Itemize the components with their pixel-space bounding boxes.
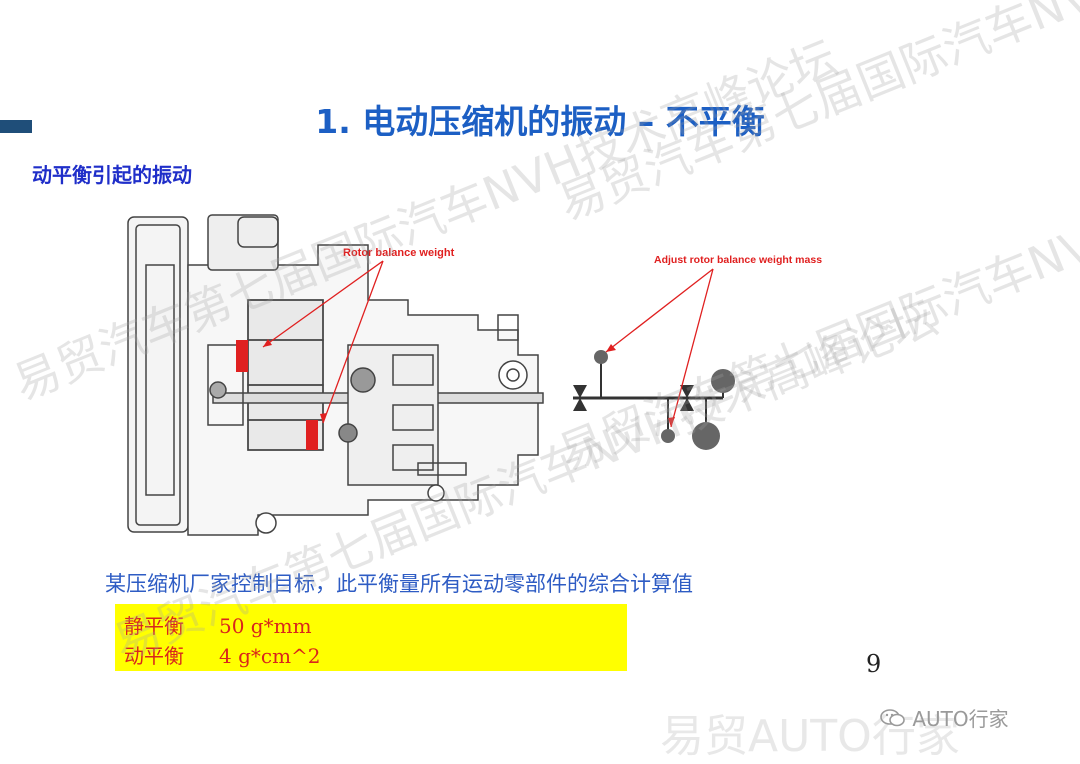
static-balance-value: 50 g*mm [219,614,312,638]
dynamic-balance-row: 动平衡 4 g*cm^2 [124,640,321,669]
front-balance-weight [236,340,248,372]
wechat-account-name: AUTO行家 [912,707,1009,731]
left-accent-bar [0,120,32,133]
slide-title: 1. 电动压缩机的振动 – 不平衡 [315,102,765,141]
dynamic-balance-label: 动平衡 [124,644,184,668]
rotor-weight-label: Rotor balance weight [343,247,455,259]
rear-balance-weight [306,420,318,450]
footer-watermark: 易贸AUTO行家 [660,711,960,762]
section-title: 动平衡引起的振动 [32,163,192,187]
adjust-mass-label: Adjust rotor balance weight mass [654,254,822,266]
wechat-logo: AUTO行家 [880,703,1009,733]
static-balance-label: 静平衡 [124,614,184,638]
balance-schematic [573,350,735,450]
wechat-icon [880,708,906,733]
balance-targets-box: 静平衡 50 g*mm 动平衡 4 g*cm^2 [115,604,627,671]
dynamic-balance-value: 4 g*cm^2 [219,644,321,668]
compressor-figure: Rotor balance weight Adjust rotor balanc… [127,214,822,536]
static-balance-row: 静平衡 50 g*mm [124,610,312,639]
compressor-cross-section [127,214,544,536]
page-number: 9 [866,650,882,678]
target-caption: 某压缩机厂家控制目标，此平衡量所有运动零部件的综合计算值 [105,572,693,596]
